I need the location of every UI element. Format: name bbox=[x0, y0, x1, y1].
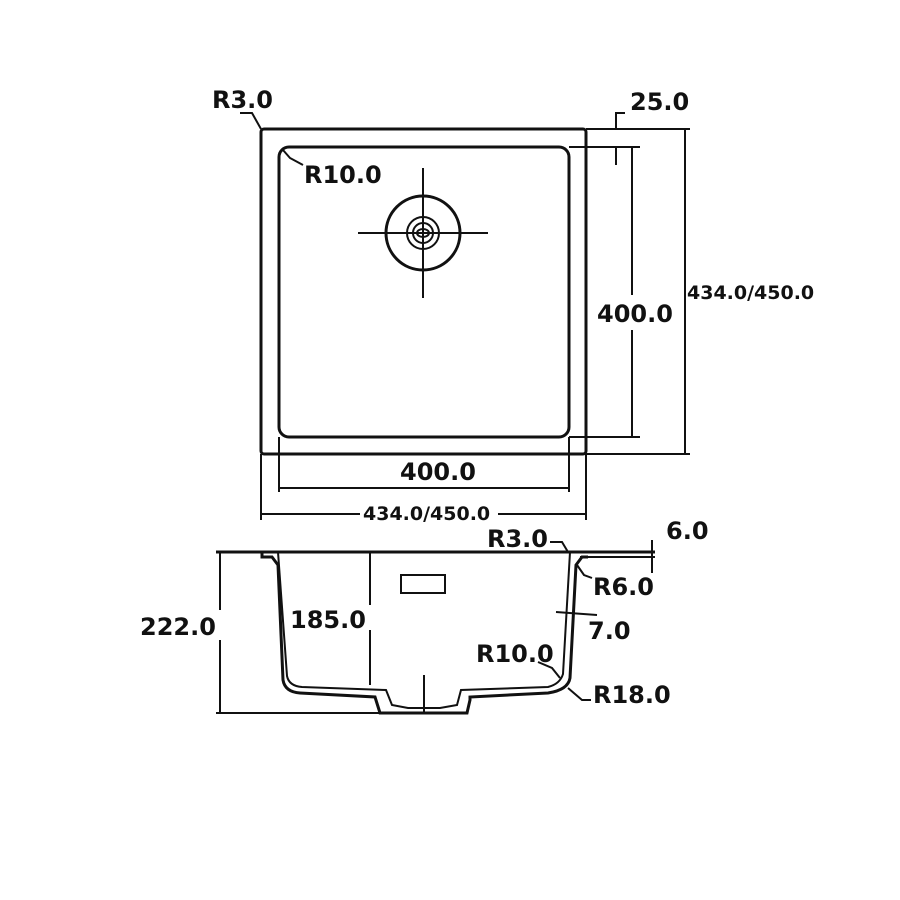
wall-thickness-label: 7.0 bbox=[588, 617, 631, 645]
inner-depth-label: 400.0 bbox=[597, 300, 673, 328]
inner-corner-radius-label: R10.0 bbox=[304, 161, 382, 189]
inner-width-label: 400.0 bbox=[400, 458, 476, 486]
bowl-depth-label: 185.0 bbox=[290, 606, 366, 634]
top-radius-label: R3.0 bbox=[487, 525, 548, 553]
side-view: R3.0 6.0 R6.0 222.0 185.0 7.0 R10.0 R18.… bbox=[140, 517, 709, 715]
inner-bowl bbox=[277, 145, 571, 439]
outer-bottom-radius-label: R18.0 bbox=[593, 681, 671, 709]
outer-rim bbox=[259, 127, 588, 456]
rim-radius-label: R6.0 bbox=[593, 573, 654, 601]
inner-bottom-radius-label: R10.0 bbox=[476, 640, 554, 668]
outer-depth-label: 434.0/450.0 bbox=[687, 282, 814, 304]
drain-icon bbox=[358, 168, 488, 298]
total-height-label: 222.0 bbox=[140, 613, 216, 641]
outer-corner-radius-label: R3.0 bbox=[212, 86, 273, 114]
overflow-slot bbox=[400, 574, 446, 594]
outer-width-label: 434.0/450.0 bbox=[363, 503, 490, 525]
rim-width-label: 25.0 bbox=[630, 88, 689, 116]
top-view: R3.0 25.0 R10.0 434.0/450.0 400.0 400.0 … bbox=[212, 86, 814, 525]
rim-thickness-label: 6.0 bbox=[666, 517, 709, 545]
